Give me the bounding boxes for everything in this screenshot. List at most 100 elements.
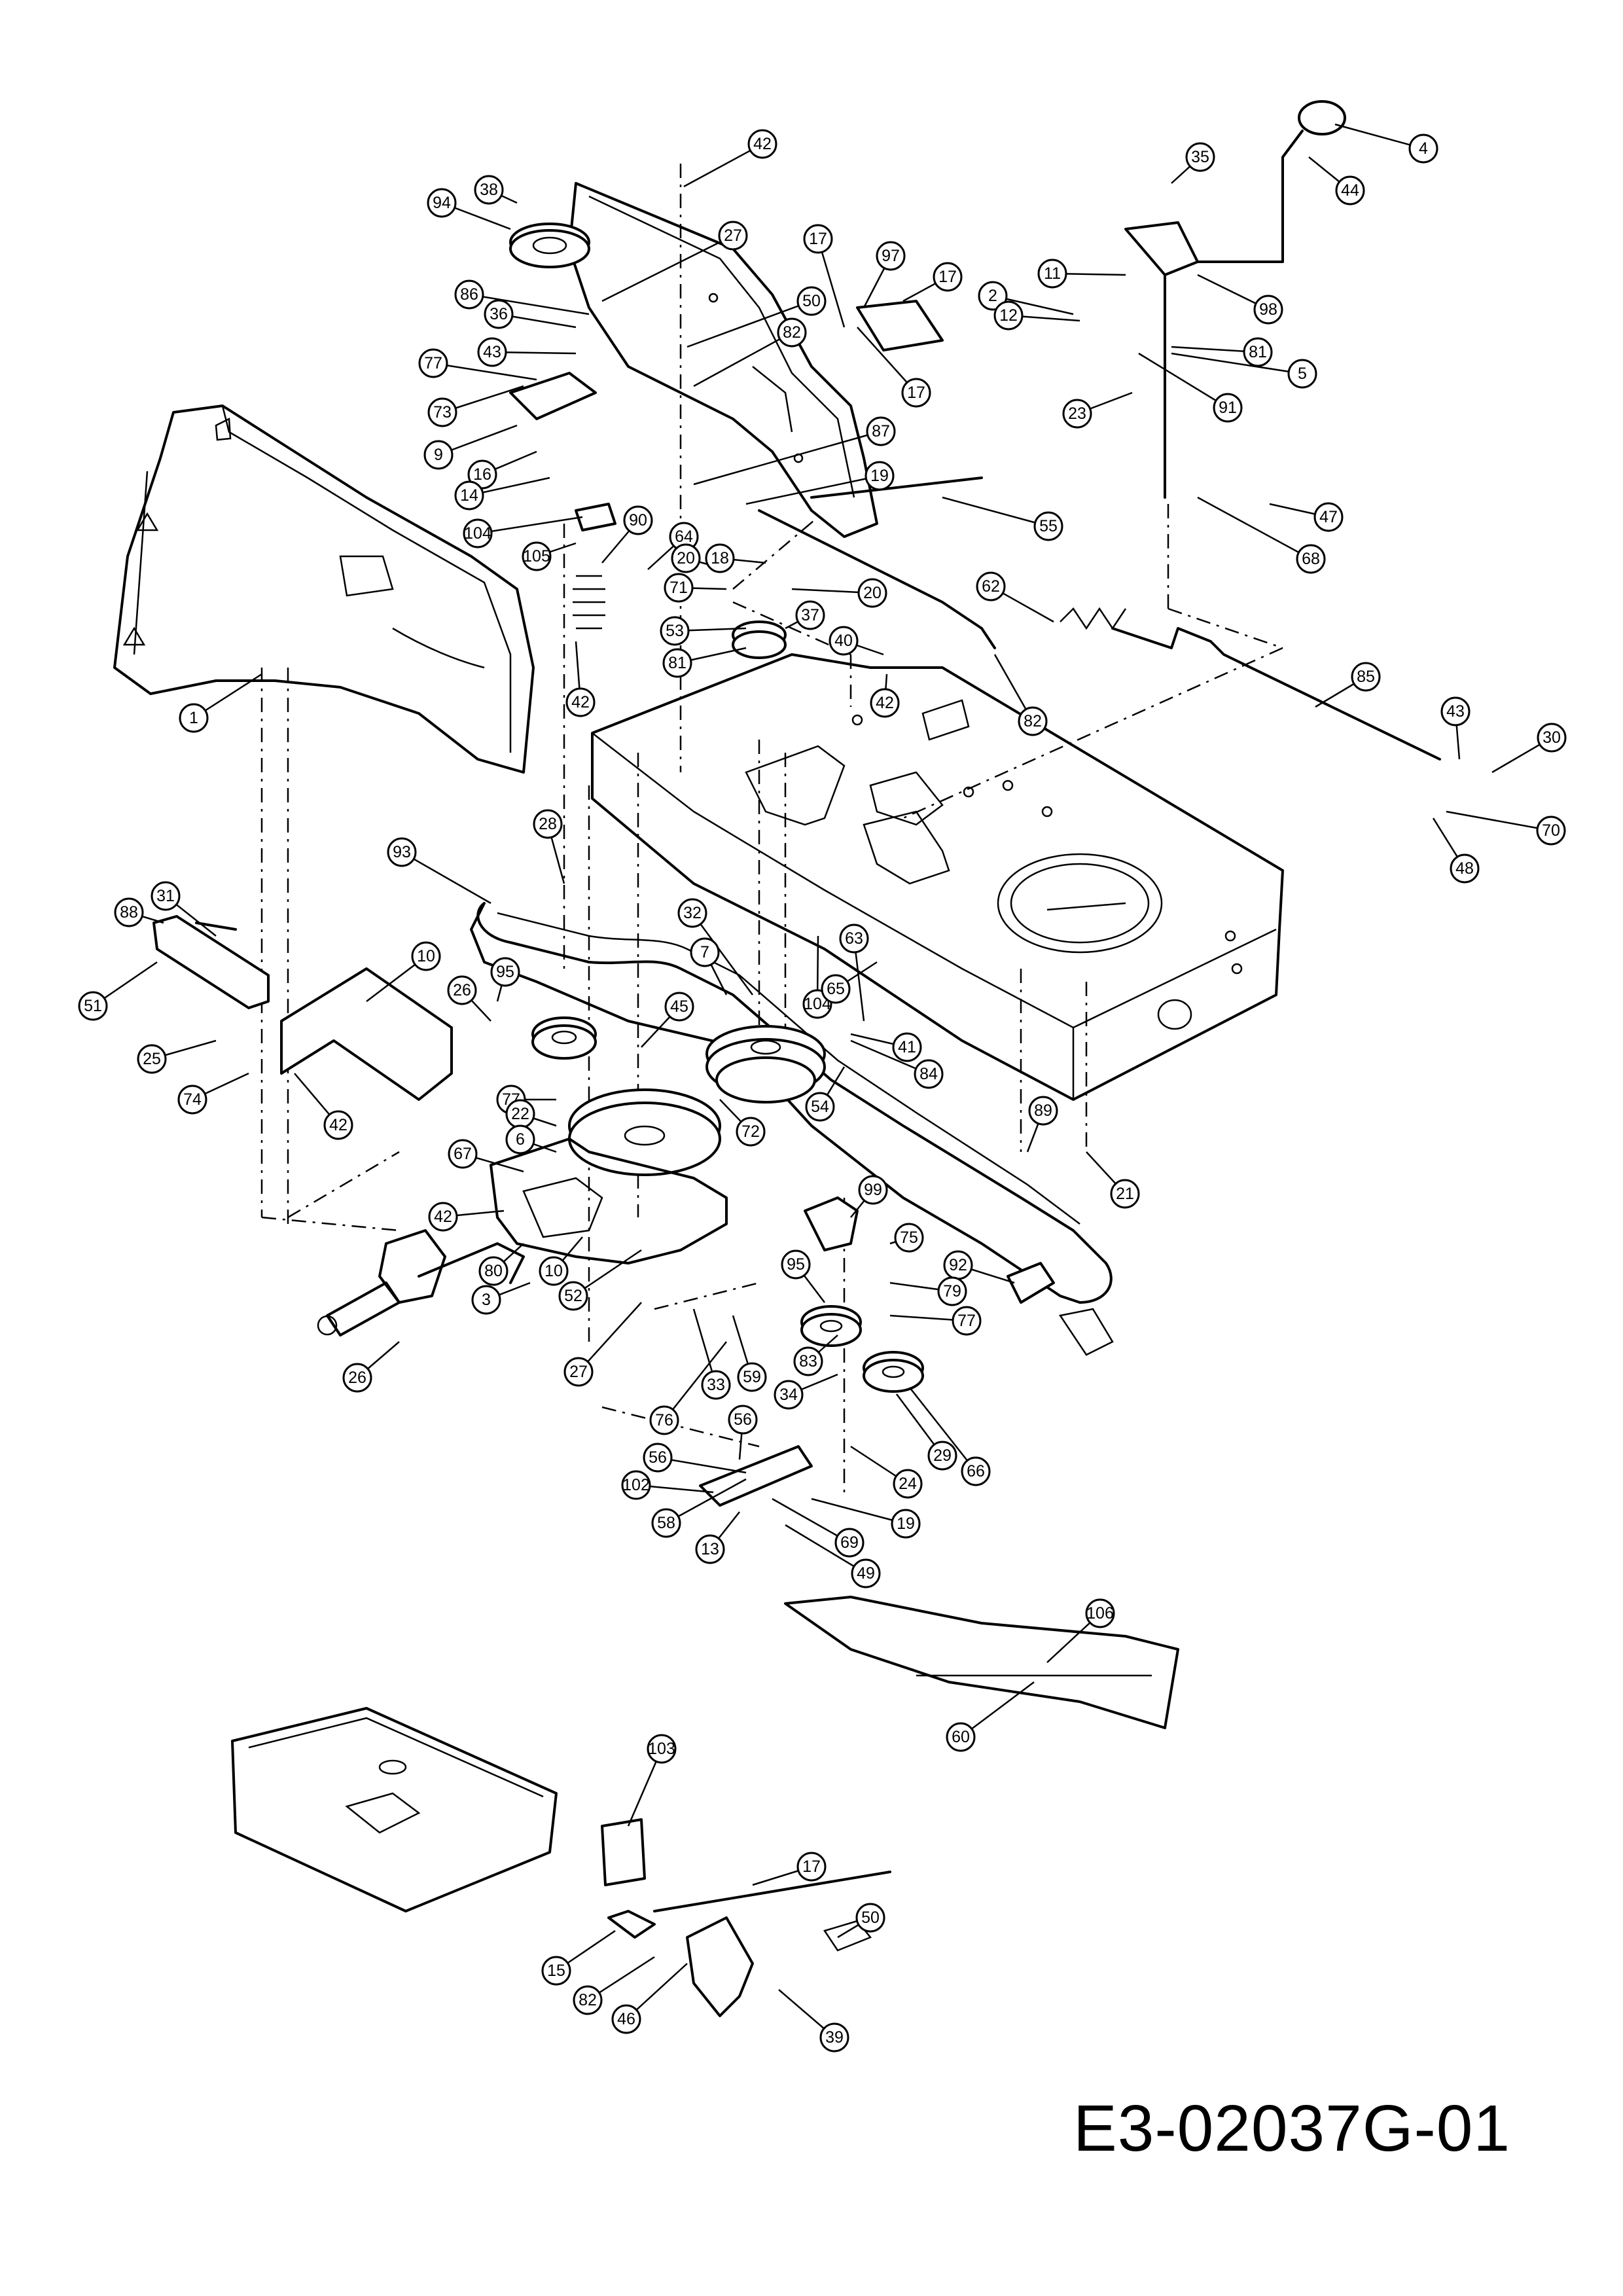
callout-87: 87 [866, 416, 896, 446]
callout-label: 82 [1024, 712, 1042, 730]
callout-64: 64 [669, 522, 699, 552]
callout-circle [1440, 696, 1471, 726]
callout-label: 71 [669, 579, 688, 597]
callout-55: 55 [1033, 511, 1063, 541]
callout-95: 95 [781, 1249, 811, 1280]
callout-label: 56 [734, 1410, 752, 1429]
callout-label: 18 [711, 549, 729, 567]
callout-label: 37 [801, 606, 819, 624]
transaxle [317, 1138, 728, 1336]
callout-label: 48 [1455, 859, 1474, 878]
callout-leader [666, 1478, 747, 1524]
callout-circle [623, 505, 653, 535]
callout-circle [803, 224, 833, 254]
callout-label: 16 [473, 465, 491, 484]
callout-circle [611, 2004, 641, 2034]
callout-label: 81 [668, 654, 687, 672]
callout-leader [772, 1498, 850, 1544]
callout-circle [137, 1044, 167, 1074]
callout-circle [1536, 816, 1566, 846]
callout-label: 60 [952, 1728, 970, 1746]
callout-leader [693, 331, 793, 387]
callout-19: 19 [891, 1509, 921, 1539]
callout-35: 35 [1185, 142, 1215, 172]
callout-circle [1243, 337, 1273, 367]
callout-circle [323, 1110, 353, 1140]
callout-56: 56 [643, 1443, 673, 1473]
callout-circle [781, 1249, 811, 1280]
callout-label: 13 [701, 1540, 719, 1558]
assembly-lines [260, 164, 1283, 1499]
callout-29: 29 [927, 1441, 957, 1471]
callout-4: 4 [1408, 134, 1438, 164]
callout-label: 7 [700, 943, 709, 961]
callout-38: 38 [474, 175, 504, 205]
callout-leader [401, 851, 491, 905]
callout-81: 81 [662, 648, 692, 678]
callout-42: 42 [870, 688, 900, 718]
callout-17: 17 [901, 378, 931, 408]
callout-label: 25 [143, 1050, 161, 1068]
callout-51: 51 [78, 991, 108, 1021]
callout-label: 46 [617, 2010, 635, 2028]
callout-circle [892, 1032, 922, 1062]
callout-label: 41 [898, 1038, 916, 1056]
callout-label: 49 [857, 1564, 875, 1583]
callout-label: 76 [655, 1411, 673, 1429]
callout-leader [811, 1498, 906, 1525]
callout-label: 69 [840, 1534, 859, 1552]
callout-label: 85 [1357, 668, 1375, 686]
callout-80: 80 [478, 1256, 508, 1286]
callout-34: 34 [774, 1380, 804, 1410]
callout-label: 42 [571, 693, 590, 711]
callout-label: 87 [872, 422, 890, 440]
callout-42: 42 [565, 687, 596, 717]
callout-leader [469, 293, 590, 315]
callout-3: 3 [471, 1285, 501, 1315]
callout-circle [1537, 723, 1567, 753]
left-side-panel [113, 404, 535, 774]
callout-circle [796, 1852, 827, 1882]
callout-circle [662, 648, 692, 678]
callout-label: 47 [1319, 508, 1338, 526]
callout-circle [177, 1085, 207, 1115]
callout-circle [664, 573, 694, 603]
callout-71: 71 [664, 573, 694, 603]
callout-circle [114, 897, 144, 927]
callout-circle [454, 279, 484, 310]
callout-circle [565, 687, 596, 717]
callout-label: 55 [1039, 517, 1058, 535]
callout-circle [937, 1276, 967, 1306]
callout-label: 64 [675, 528, 693, 546]
callout-label: 98 [1259, 300, 1277, 319]
callout-circle [522, 541, 552, 571]
callout-label: 10 [417, 947, 435, 965]
callout-circle [891, 1509, 921, 1539]
callout-circle [474, 175, 504, 205]
callout-53: 53 [660, 616, 690, 646]
callout-label: 50 [802, 292, 821, 310]
callout-81: 81 [1243, 337, 1273, 367]
callout-26: 26 [447, 975, 477, 1005]
callout-label: 43 [483, 343, 501, 361]
callout-23: 23 [1062, 399, 1092, 429]
callout-label: 30 [1543, 728, 1561, 747]
callout-43: 43 [477, 337, 507, 367]
callout-circle [774, 1380, 804, 1410]
callout-circle [701, 1370, 731, 1400]
callout-leader [817, 238, 846, 328]
callout-circle [1313, 502, 1344, 532]
callout-label: 2 [988, 287, 997, 305]
callout-circle [933, 262, 963, 292]
callout-14: 14 [454, 480, 484, 511]
callout-circle [1185, 142, 1215, 172]
callout-5: 5 [1287, 359, 1317, 389]
callout-73: 73 [427, 397, 457, 427]
callout-label: 86 [460, 285, 478, 304]
callout-75: 75 [894, 1223, 924, 1253]
callout-label: 22 [511, 1105, 529, 1123]
small-parts [152, 100, 1441, 2017]
callout-60: 60 [946, 1722, 976, 1752]
callout-label: 97 [882, 247, 900, 265]
callout-circle [976, 571, 1006, 601]
